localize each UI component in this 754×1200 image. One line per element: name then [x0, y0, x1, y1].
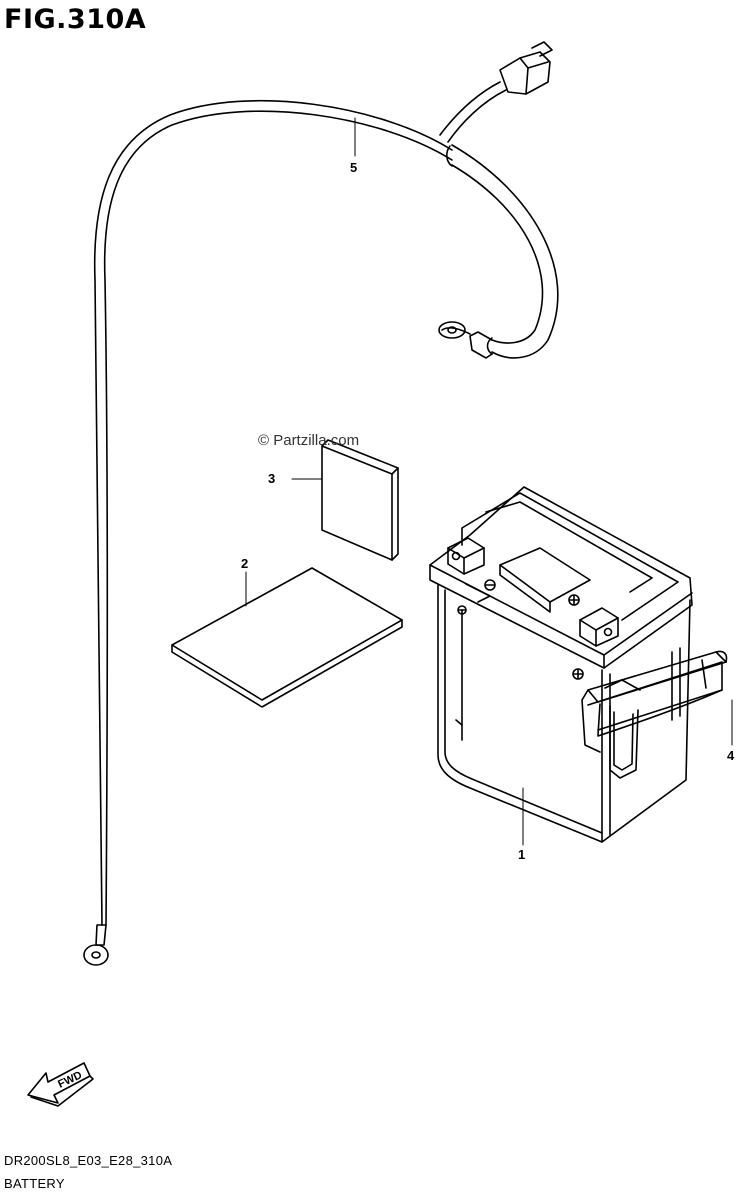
part-2-sheet[interactable] [171, 567, 403, 708]
part-1-battery[interactable] [429, 486, 693, 843]
part-3-pad[interactable] [321, 439, 399, 561]
fwd-label: FWD [56, 1069, 84, 1090]
part-4-band[interactable] [581, 650, 728, 779]
callout-1[interactable]: 1 [518, 847, 526, 862]
fwd-arrow-icon: FWD [27, 1062, 94, 1107]
callout-4[interactable]: 4 [727, 748, 735, 763]
callout-3[interactable]: 3 [268, 471, 276, 486]
figure-name: BATTERY [4, 1176, 65, 1191]
figure-title: FIG.310A [4, 4, 147, 35]
leader-lines [245, 117, 733, 846]
figure-code: DR200SL8_E03_E28_310A [4, 1153, 173, 1168]
watermark: © Partzilla.com [258, 432, 360, 449]
callout-2[interactable]: 2 [241, 556, 249, 571]
part-5-harness[interactable] [83, 41, 559, 966]
callout-5[interactable]: 5 [350, 160, 358, 175]
